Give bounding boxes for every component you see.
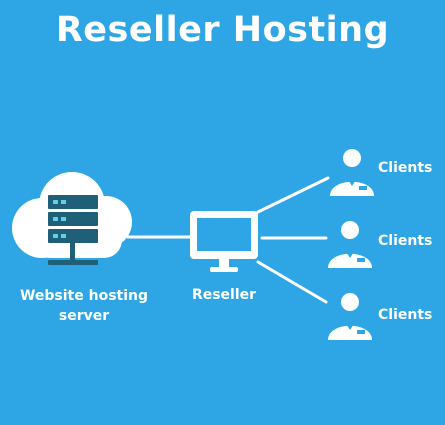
connector-reseller-client-3 [256,260,328,304]
client-label-3: Clients [378,307,433,323]
client-user-icon-1 [330,149,374,196]
monitor-icon [190,211,258,272]
diagram-title: Reseller Hosting [55,10,390,50]
client-label-1: Clients [378,160,433,176]
server-rack-icon [48,195,98,265]
connector-reseller-client-1 [256,176,330,214]
cloud-server-icon [12,172,132,265]
server-label: Website hosting server [0,286,168,326]
server-label-line-1: Website hosting [19,288,149,304]
client-user-icon-2 [328,221,372,268]
client-label-2: Clients [378,233,433,249]
client-user-icon-3 [328,293,372,340]
connectors [126,176,330,304]
reseller-label: Reseller [191,287,257,303]
server-label-line-2: server [58,308,110,324]
